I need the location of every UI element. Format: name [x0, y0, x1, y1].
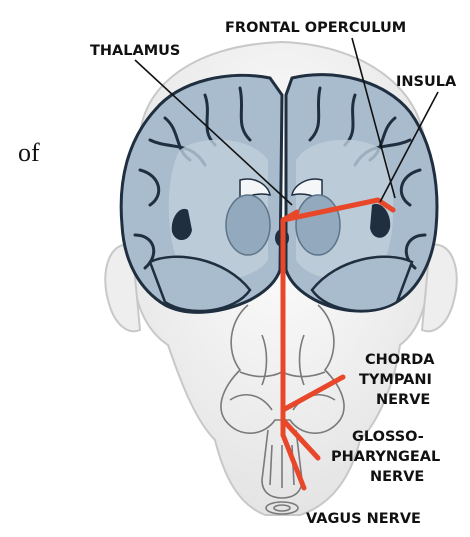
label-glosso-line-1: GLOSSO- [352, 429, 424, 445]
label-vagus: VAGUS NERVE [306, 511, 421, 527]
label-glosso-line-3: NERVE [370, 469, 424, 485]
label-chorda-line-2: TYMPANI [359, 372, 432, 388]
label-chorda-line-1: CHORDA [365, 352, 435, 368]
label-thalamus: THALAMUS [90, 43, 180, 59]
label-glosso-line-2: PHARYNGEAL [331, 449, 440, 465]
label-insula: INSULA [396, 74, 457, 90]
label-frontal-operculum: FRONTAL OPERCULUM [225, 20, 406, 36]
label-chorda-line-3: NERVE [376, 392, 430, 408]
